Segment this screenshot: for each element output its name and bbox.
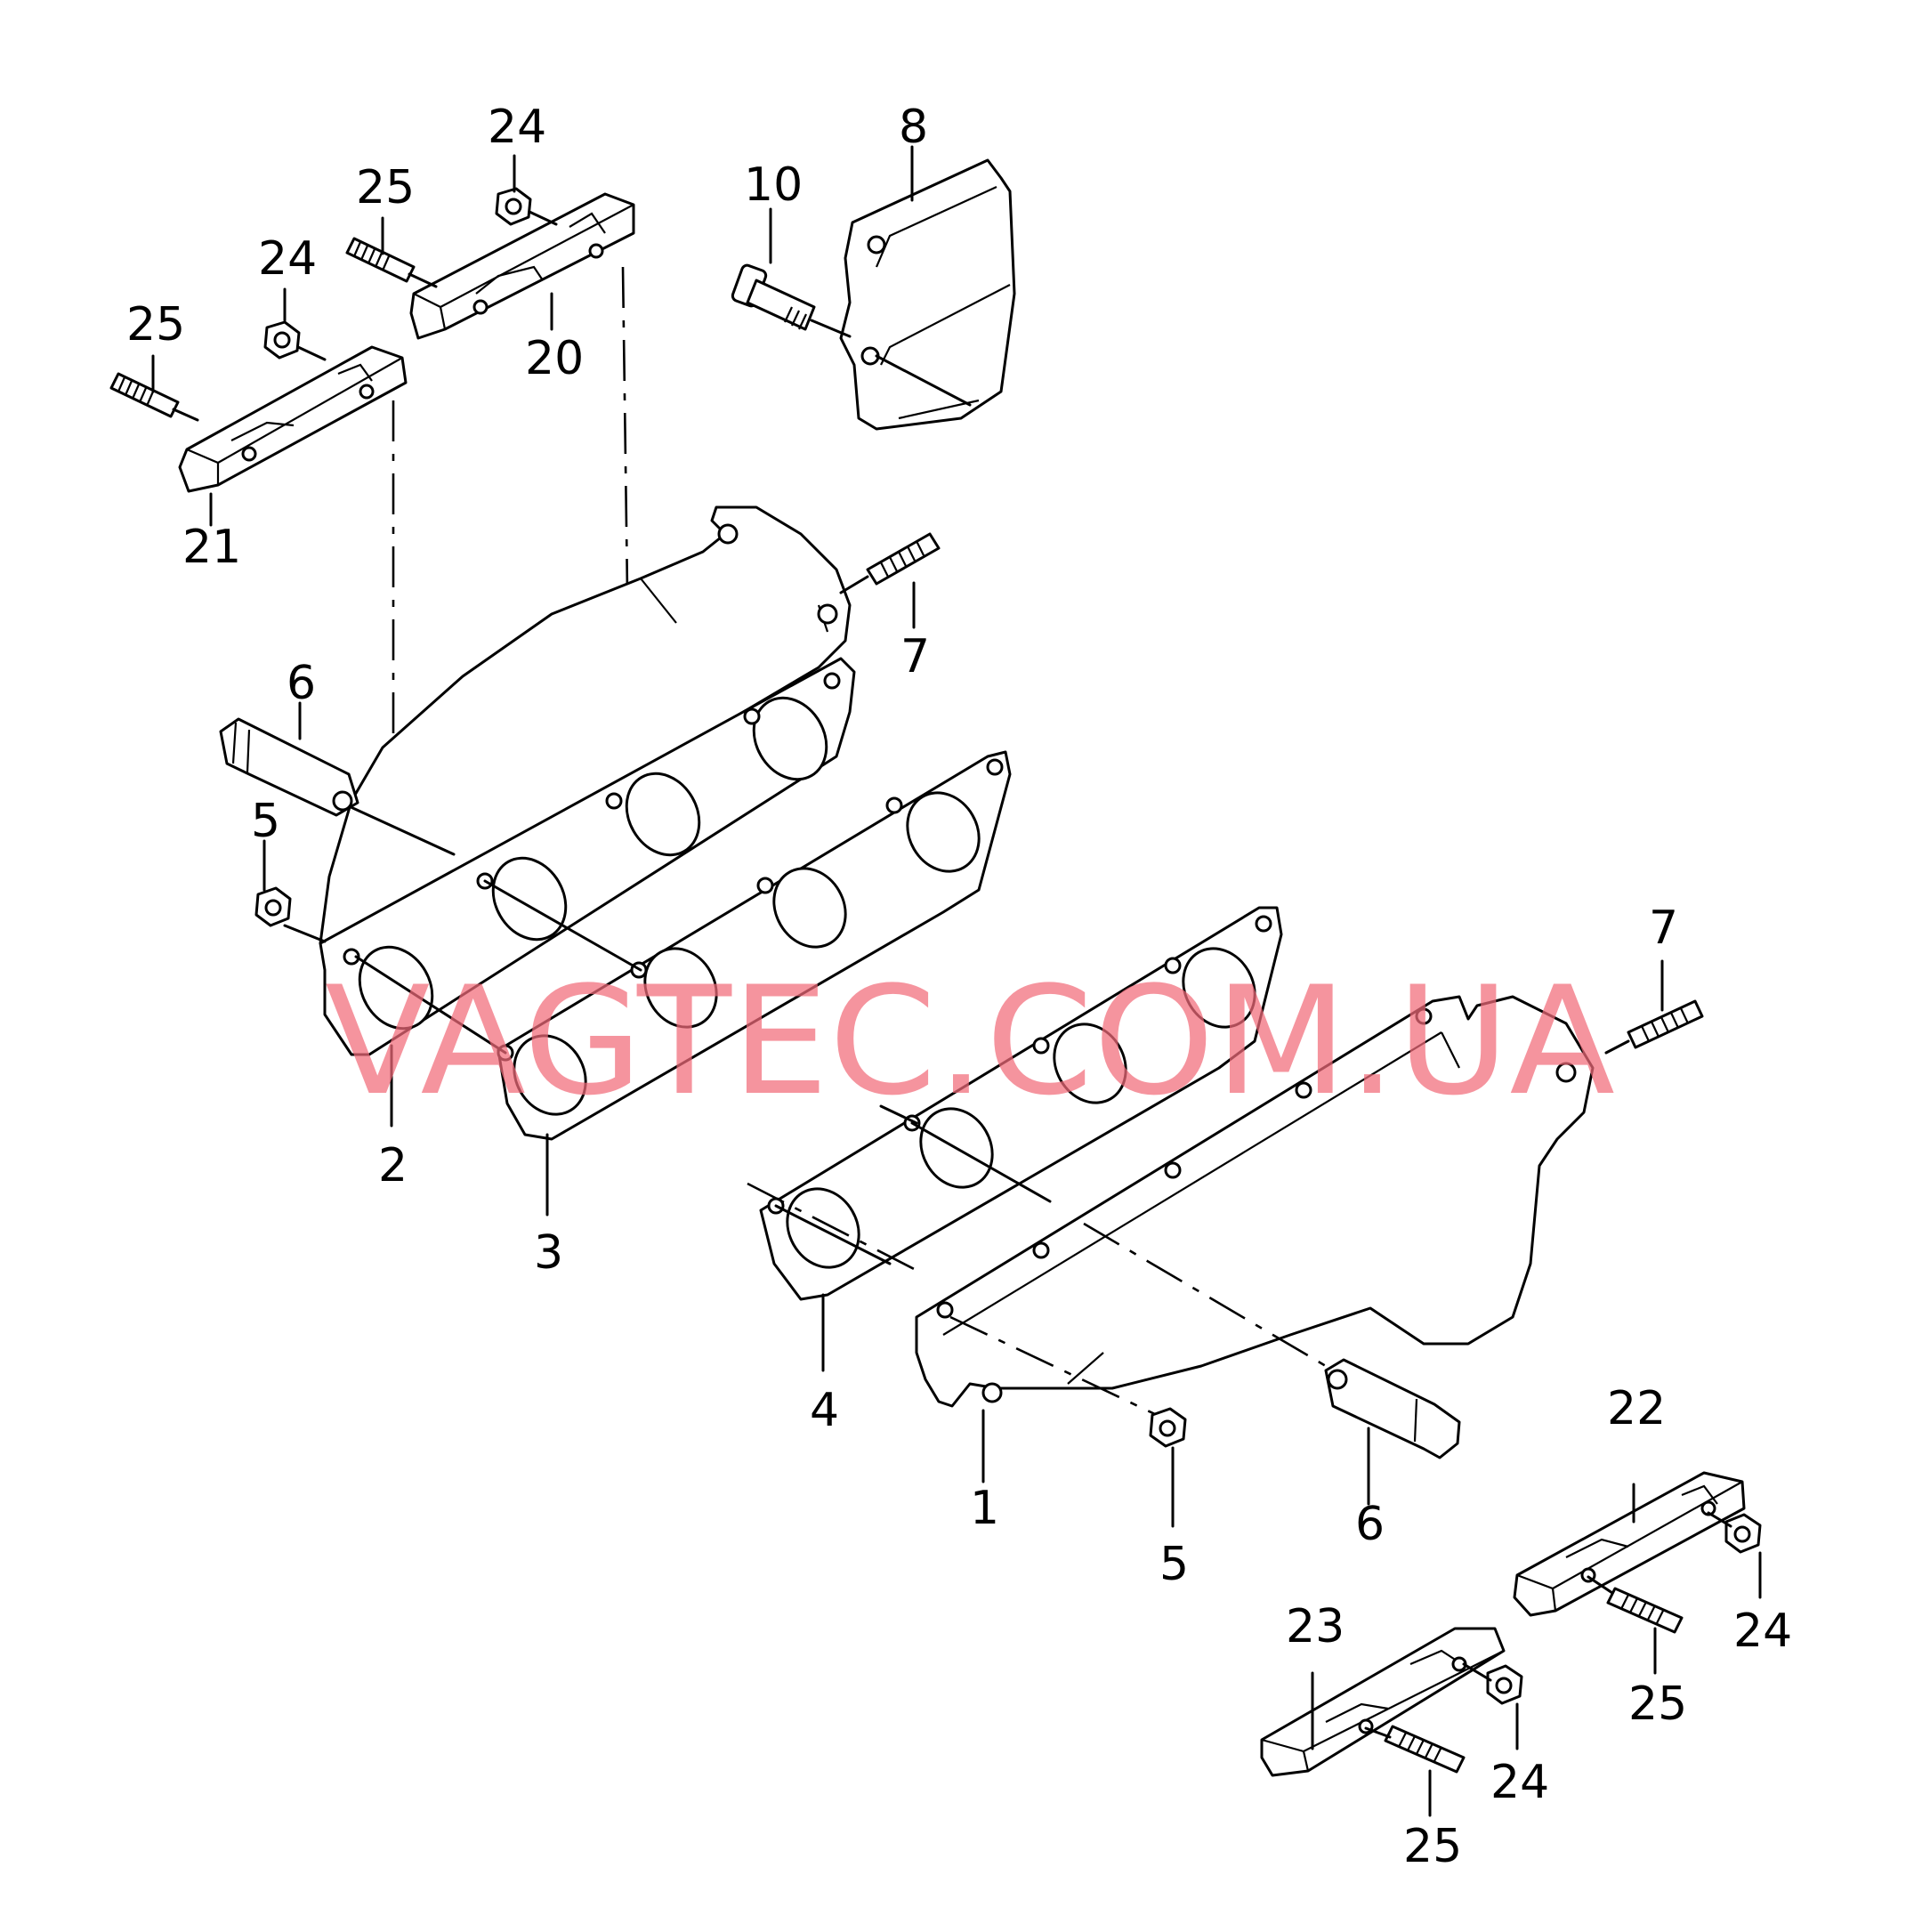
callout-5-lower: 5: [1159, 1538, 1189, 1591]
callout-25-plate-23: 25: [1403, 1820, 1462, 1873]
callout-8: 8: [899, 101, 928, 154]
callout-4: 4: [810, 1384, 839, 1437]
nut-5-upper: [254, 886, 292, 927]
stud-25-left: [109, 372, 199, 422]
callout-10: 10: [744, 158, 803, 212]
clamp-plate-21: [178, 345, 408, 493]
leader-line: [354, 955, 507, 1055]
nut-24-plate-22: [1707, 1511, 1762, 1554]
stud-25-plate-23: [1364, 1725, 1466, 1774]
callout-1: 1: [970, 1482, 999, 1535]
callout-22: 22: [1607, 1382, 1666, 1435]
callout-3: 3: [534, 1226, 563, 1280]
callout-7-upper: 7: [900, 630, 930, 683]
gasket-upper: [497, 750, 1012, 1141]
stud-25-plate-22: [1587, 1575, 1684, 1634]
stud-25-upper: [345, 237, 438, 288]
alignment-line: [949, 1315, 1158, 1417]
callout-20: 20: [525, 332, 584, 385]
heat-shield: [839, 158, 1016, 431]
callout-25-upper: 25: [356, 161, 415, 214]
nut-24-left: [263, 320, 327, 361]
spacer-sleeve-6-lower: [1324, 1358, 1461, 1459]
alignment-line: [1083, 1222, 1327, 1368]
callout-24-plate-22: 24: [1733, 1605, 1792, 1658]
callout-5-upper: 5: [251, 795, 280, 848]
gasket-lower: [759, 906, 1283, 1301]
callout-24-plate-23: 24: [1490, 1756, 1549, 1809]
watermark-text: VAGTEC.COM.UA: [325, 954, 1615, 1128]
callout-7-lower: 7: [1649, 901, 1678, 955]
nut-5-lower: [1149, 1407, 1187, 1448]
bolt-10: [731, 263, 852, 338]
callout-23: 23: [1286, 1600, 1345, 1653]
stud-7-upper: [839, 532, 941, 594]
leader-line: [345, 804, 456, 856]
callout-labels: 1 2 3 4 5 5 6 6 7 7 8 10 20 21 22 23 24 …: [126, 101, 1792, 1873]
callout-6-lower: 6: [1355, 1498, 1385, 1551]
leader-line: [283, 924, 327, 943]
nut-24-plate-23: [1462, 1662, 1523, 1705]
alignment-line: [621, 266, 629, 593]
callout-21: 21: [182, 521, 241, 574]
callout-leaders: [151, 145, 1762, 1817]
stud-7-lower: [1604, 999, 1704, 1055]
exhaust-manifold-lower: [915, 995, 1595, 1408]
clamp-plate-22: [1513, 1471, 1746, 1617]
nut-24-upper: [495, 187, 558, 226]
callout-6-upper: 6: [287, 657, 316, 710]
leader-line: [483, 879, 642, 972]
leader-line: [879, 1104, 918, 1125]
callout-2: 2: [378, 1139, 408, 1192]
leader-line: [774, 1204, 892, 1265]
callout-25-left: 25: [126, 298, 185, 352]
callout-25-plate-22: 25: [1628, 1677, 1687, 1731]
alignment-line: [747, 1182, 922, 1274]
exhaust-manifold-upper: [319, 505, 856, 1056]
leader-line: [910, 1121, 1052, 1203]
spacer-sleeve-6-upper: [219, 717, 359, 817]
callout-24-upper: 24: [488, 101, 546, 154]
clamp-plate-20: [409, 192, 635, 340]
callout-24-left: 24: [258, 232, 317, 286]
